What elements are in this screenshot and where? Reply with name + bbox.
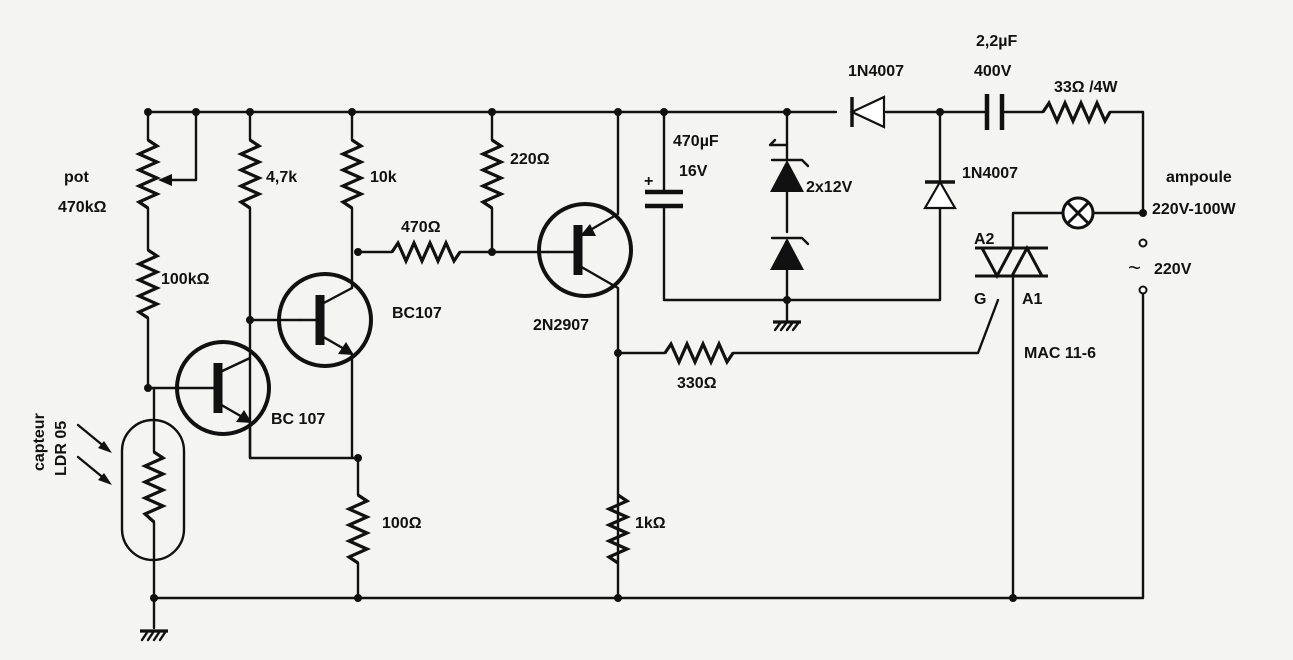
transistor-2n2907 <box>537 110 667 600</box>
resistor-10k <box>339 110 365 290</box>
transistor-bc107-lower <box>175 340 271 460</box>
capacitor-2u2f <box>984 94 1005 130</box>
capacitor-470uf-voltage-label: 16V <box>679 163 708 180</box>
potentiometer-470k <box>135 110 198 252</box>
resistor-330-label: 330Ω <box>677 375 717 392</box>
top-rail <box>146 110 1145 215</box>
triac-a2-label: A2 <box>974 231 995 248</box>
resistor-100k <box>135 248 161 390</box>
ground-symbol-left <box>140 629 168 642</box>
resistor-470-label: 470Ω <box>401 219 441 236</box>
diode-series-1n4007 <box>849 95 886 129</box>
mains-terminals <box>1138 238 1148 295</box>
ground-symbol-right <box>773 320 801 332</box>
resistor-10k-label: 10k <box>370 169 397 186</box>
transistor-bc107-upper-label: BC107 <box>392 305 442 322</box>
junction-dots <box>144 108 1017 602</box>
triac-g-label: G <box>974 291 986 308</box>
diode-shunt-label: 1N4007 <box>962 165 1018 182</box>
capacitor-470uf-value-label: 470µF <box>673 133 719 150</box>
capacitor-470uf <box>645 110 942 302</box>
capacitor-plus-label: + <box>644 173 653 190</box>
ac-symbol: ~ <box>1128 255 1141 280</box>
resistor-100k-label: 100kΩ <box>161 271 210 288</box>
pot-label: pot <box>64 169 90 186</box>
ldr-part-label: LDR 05 <box>53 421 70 476</box>
resistor-33-label: 33Ω /4W <box>1054 79 1118 96</box>
resistor-33 <box>1041 99 1112 125</box>
resistor-100 <box>345 456 371 600</box>
resistor-1k <box>605 493 631 565</box>
capacitor-2u2f-voltage-label: 400V <box>974 63 1012 80</box>
lamp-rating-label: 220V-100W <box>1152 201 1237 218</box>
pot-value-label: 470kΩ <box>58 199 107 216</box>
component-labels: pot 470kΩ 100kΩ 4,7k 10k 220Ω 470Ω BC107… <box>31 33 1237 532</box>
resistor-220-label: 220Ω <box>510 151 550 168</box>
resistor-220 <box>479 110 505 254</box>
triac-a1-label: A1 <box>1022 291 1043 308</box>
triac-part-label: MAC 11-6 <box>1024 345 1096 362</box>
resistor-470 <box>356 239 550 265</box>
zener-label: 2x12V <box>806 179 853 196</box>
diode-series-label: 1N4007 <box>848 63 904 80</box>
resistor-1k-label: 1kΩ <box>635 515 666 532</box>
capacitor-2u2f-value-label: 2,2µF <box>976 33 1017 50</box>
transistor-bc107-upper <box>277 272 373 460</box>
diode-shunt-1n4007 <box>923 110 957 210</box>
mains-voltage-label: 220V <box>1154 261 1192 278</box>
ldr-caption-label: capteur <box>31 413 48 471</box>
lamp-label: ampoule <box>1166 169 1232 186</box>
resistor-4k7-label: 4,7k <box>266 169 297 186</box>
triac-mac11 <box>975 244 1048 600</box>
resistor-330 <box>663 298 1000 366</box>
transistor-bc107-lower-label: BC 107 <box>271 411 325 428</box>
resistor-4k7 <box>237 110 360 460</box>
zener-diodes <box>768 110 810 324</box>
resistor-100-label: 100Ω <box>382 515 422 532</box>
transistor-2n2907-label: 2N2907 <box>533 317 589 334</box>
ldr-sensor <box>76 386 186 562</box>
lamp <box>1011 196 1147 250</box>
